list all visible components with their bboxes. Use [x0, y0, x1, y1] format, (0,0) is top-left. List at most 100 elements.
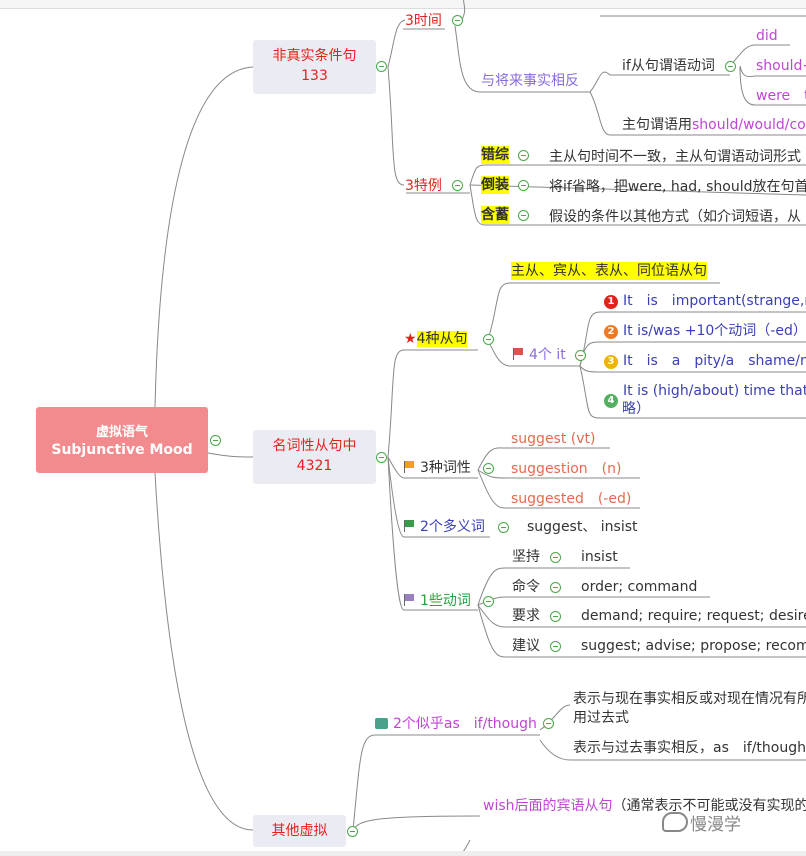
- verb-label-advise[interactable]: 建议: [512, 638, 540, 654]
- verb-label-require[interactable]: 要求: [512, 608, 540, 624]
- some-verbs-label: 1些动词: [420, 593, 471, 609]
- collapse-mixed-button[interactable]: [518, 150, 529, 161]
- star-icon: ★: [404, 331, 417, 347]
- node-three-word-forms[interactable]: 3种词性: [404, 459, 471, 477]
- node-as-if-present-cont: 用过去式: [573, 710, 629, 726]
- it-3-text: It is a pity/a shame/no w: [623, 353, 806, 369]
- four-it-label: 4个 it: [529, 347, 566, 363]
- green-flag-icon: [404, 520, 414, 532]
- four-clauses-label: 4种从句: [416, 331, 468, 347]
- collapse-implicit-button[interactable]: [518, 210, 529, 221]
- node-four-it[interactable]: 4个 it: [513, 346, 566, 364]
- node-suggestion-n[interactable]: suggestion (n): [511, 461, 622, 477]
- node-inversion-text[interactable]: 将if省略，把were, had, should放在句首: [549, 179, 806, 195]
- node-mixed-label[interactable]: 错综: [481, 146, 509, 164]
- node-it-4-cont: 略）: [622, 401, 650, 417]
- collapse-branch2-button[interactable]: [376, 452, 387, 463]
- node-implicit-text[interactable]: 假设的条件以其他方式（如介词短语，从: [549, 209, 801, 225]
- verb-command[interactable]: order; command: [581, 579, 698, 595]
- branch1-title: 非真实条件句: [272, 48, 357, 64]
- branch-unreal-conditional[interactable]: 非真实条件句 133: [253, 40, 376, 94]
- collapse-four-it-button[interactable]: [575, 350, 586, 361]
- node-it-1[interactable]: 1 It is important(strange,na: [604, 292, 806, 310]
- root-title-en: Subjunctive Mood: [51, 442, 193, 458]
- branch3-title: 其他虚拟: [271, 823, 328, 839]
- priority-1-icon: 1: [604, 295, 618, 309]
- collapse-root-button[interactable]: [210, 435, 221, 446]
- node-as-if-past[interactable]: 表示与过去事实相反，as if/though: [573, 740, 806, 756]
- branch2-title: 名词性从句中: [272, 438, 357, 454]
- collapse-times-button[interactable]: [452, 15, 463, 26]
- node-were[interactable]: were t: [756, 88, 806, 104]
- node-two-polysemous[interactable]: 2个多义词: [404, 518, 485, 536]
- verb-advise[interactable]: suggest; advise; propose; recomm: [581, 638, 806, 654]
- collapse-advise-button[interactable]: [550, 641, 561, 652]
- collapse-branch1-button[interactable]: [376, 61, 387, 72]
- main-clause-prefix: 主句谓语用: [622, 117, 692, 133]
- node-some-verbs[interactable]: 1些动词: [404, 592, 471, 610]
- node-it-3[interactable]: 3 It is a pity/a shame/no w: [604, 352, 806, 370]
- collapse-require-button[interactable]: [550, 611, 561, 622]
- collapse-three-button[interactable]: [483, 463, 494, 474]
- two-polysemous-label: 2个多义词: [420, 519, 485, 535]
- watermark-text: 慢漫学: [690, 815, 741, 835]
- wechat-logo-icon: [662, 812, 688, 832]
- priority-4-icon: 4: [604, 394, 618, 408]
- it-4-text: It is (high/about) time that: [623, 383, 806, 399]
- node-three-special[interactable]: 3特例: [405, 178, 442, 194]
- wish-note: （通常表示不可能或没有实现的: [612, 798, 806, 814]
- purple-flag-icon: [404, 594, 414, 606]
- node-two-values[interactable]: suggest、 insist: [527, 519, 638, 535]
- collapse-two-button[interactable]: [498, 522, 509, 533]
- node-as-if-present[interactable]: 表示与现在事实相反或对现在情况有所: [573, 691, 806, 707]
- bottom-scroll-edge: [0, 851, 806, 856]
- three-forms-label: 3种词性: [420, 460, 471, 476]
- it-1-text: It is important(strange,na: [623, 293, 806, 309]
- collapse-verbs-button[interactable]: [483, 596, 494, 607]
- node-mixed-text[interactable]: 主从句时间不一致，主从句谓语动词形式: [549, 149, 801, 165]
- branch-noun-clause[interactable]: 名词性从句中 4321: [253, 430, 376, 484]
- node-should[interactable]: should+: [756, 58, 806, 74]
- collapse-four-button[interactable]: [483, 334, 494, 345]
- node-inversion-label[interactable]: 倒装: [481, 176, 509, 194]
- node-clause-list[interactable]: 主从、宾从、表从、同位语从句: [511, 262, 707, 280]
- node-implicit-label[interactable]: 含蓄: [481, 206, 509, 224]
- collapse-special-button[interactable]: [452, 180, 463, 191]
- branch1-number: 133: [301, 68, 328, 84]
- node-as-if[interactable]: 2个似乎as if/though: [375, 715, 537, 733]
- node-three-times[interactable]: 3时间: [405, 13, 442, 29]
- node-did[interactable]: did: [756, 28, 778, 44]
- red-flag-icon: [513, 348, 523, 360]
- node-suggest-vt[interactable]: suggest (vt): [511, 431, 596, 447]
- node-main-clause[interactable]: 主句谓语用should/would/co: [622, 116, 806, 134]
- top-scroll-edge: [0, 0, 806, 9]
- collapse-as-if-button[interactable]: [543, 718, 554, 729]
- priority-3-icon: 3: [604, 355, 618, 369]
- node-if-verb[interactable]: if从句谓语动词: [622, 58, 715, 74]
- root-title-cn: 虚拟语气: [95, 425, 148, 440]
- collapse-if-verb-button[interactable]: [725, 61, 736, 72]
- node-wish[interactable]: wish后面的宾语从句（通常表示不可能或没有实现的: [483, 797, 806, 815]
- as-if-label: 2个似乎as if/though: [393, 716, 537, 732]
- verb-insist[interactable]: insist: [581, 549, 618, 565]
- branch-other-subjunctive[interactable]: 其他虚拟: [253, 815, 346, 847]
- verb-label-insist[interactable]: 坚持: [512, 549, 540, 565]
- collapse-command-button[interactable]: [550, 582, 561, 593]
- node-it-2[interactable]: 2 It is/was +10个动词（-ed）: [604, 322, 806, 340]
- branch2-number: 4321: [296, 458, 333, 474]
- collapse-branch3-button[interactable]: [347, 826, 358, 837]
- verb-label-command[interactable]: 命令: [512, 579, 540, 595]
- priority-2-icon: 2: [604, 325, 618, 339]
- root-node[interactable]: 虚拟语气 Subjunctive Mood: [36, 407, 208, 473]
- node-four-clauses[interactable]: ★4种从句: [404, 330, 468, 348]
- collapse-inversion-button[interactable]: [518, 180, 529, 191]
- verb-require[interactable]: demand; require; request; desire: [581, 608, 806, 624]
- main-clause-modal: should/would/co: [692, 117, 806, 133]
- collapse-insist-button[interactable]: [550, 552, 561, 563]
- node-future-opposite[interactable]: 与将来事实相反: [481, 73, 579, 89]
- orange-flag-icon: [404, 461, 414, 473]
- node-it-4[interactable]: 4 It is (high/about) time that: [604, 382, 806, 408]
- node-suggested-ed[interactable]: suggested (-ed): [511, 491, 632, 507]
- it-2-text: It is/was +10个动词（-ed）: [623, 323, 806, 339]
